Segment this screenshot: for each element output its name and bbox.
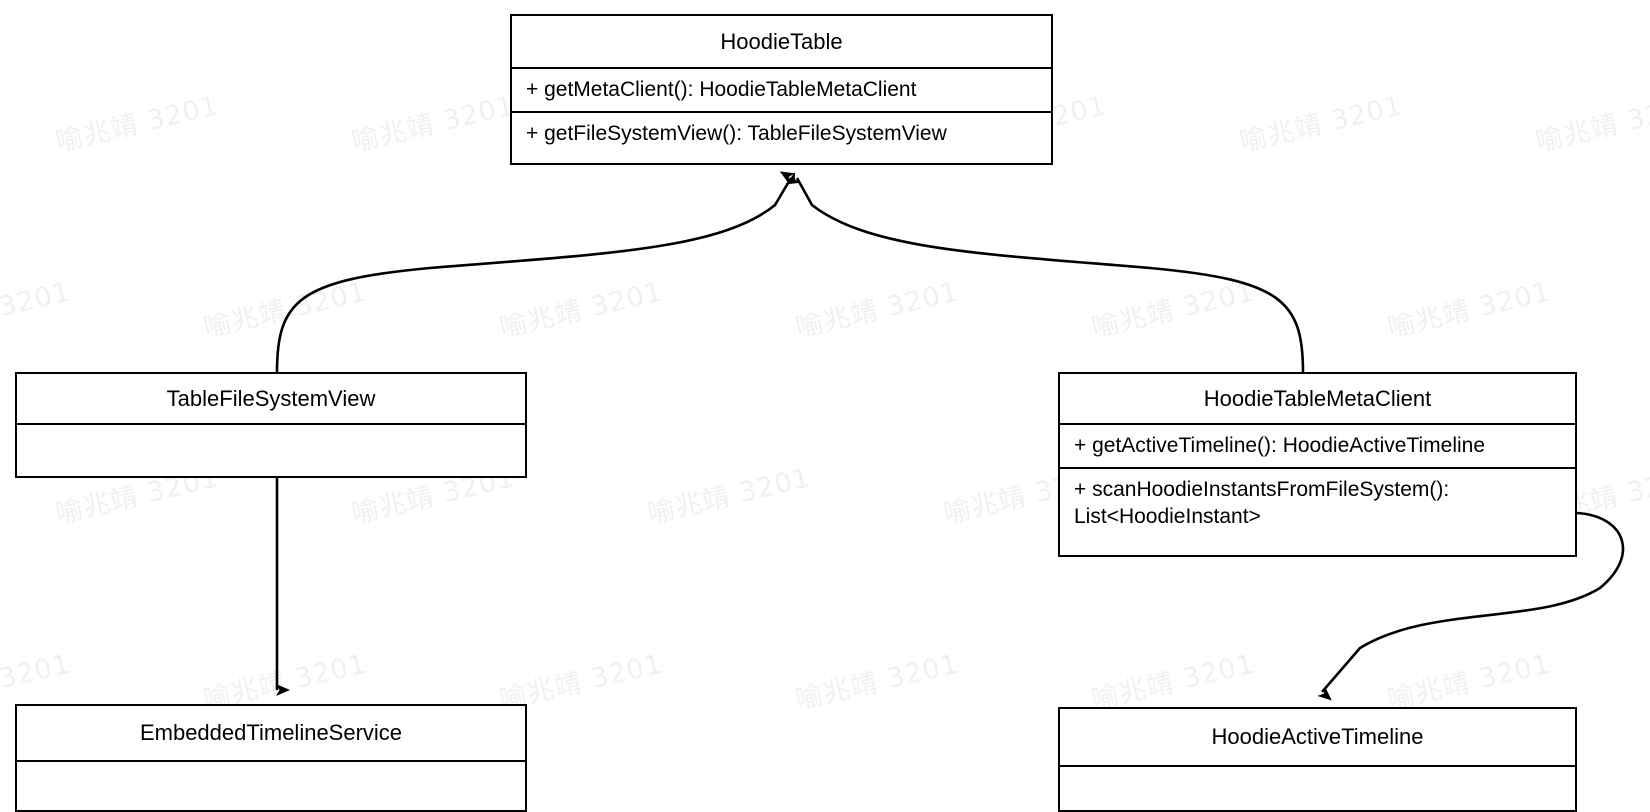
class-member: + getFileSystemView(): TableFileSystemVi… <box>512 111 1051 155</box>
watermark-text: 喻兆靖 3201 <box>0 276 74 344</box>
watermark-text: 喻兆靖 3201 <box>1532 90 1650 159</box>
class-box-hoodie-active-timeline[interactable]: HoodieActiveTimeline <box>1058 707 1577 812</box>
class-name-hoodie-table-meta-client: HoodieTableMetaClient <box>1203 385 1432 411</box>
class-member: + scanHoodieInstantsFromFileSystem(): Li… <box>1060 467 1575 538</box>
class-member: + getActiveTimeline(): HoodieActiveTimel… <box>1074 434 1486 457</box>
edge-hoodietablemetaclient-to-hoodietable <box>785 172 1305 373</box>
watermark-text: 喻兆靖 3201 <box>792 276 962 345</box>
watermark-text: 喻兆靖 3201 <box>1088 276 1258 345</box>
class-box-hoodie-table-meta-client[interactable]: HoodieTableMetaClient + getActiveTimelin… <box>1058 372 1577 557</box>
class-name-embedded-timeline-service: EmbeddedTimelineService <box>139 720 403 745</box>
class-member: + getMetaClient(): HoodieTableMetaClient <box>526 78 917 101</box>
members-compartment-hoodie-table-meta-client: + getActiveTimeline(): HoodieActiveTimel… <box>1060 423 1575 538</box>
members-compartment-table-file-system-view <box>17 423 525 475</box>
class-name-hoodie-table: HoodieTable <box>720 28 843 54</box>
watermark-text: 喻兆靖 3201 <box>348 90 518 159</box>
watermark-text: 喻兆靖 3201 <box>1236 90 1406 159</box>
watermark-text: 喻兆靖 3201 <box>644 462 814 531</box>
watermark-text: 喻兆靖 3201 <box>1384 648 1554 717</box>
edge-tablefilesystemview-to-hoodietable <box>275 171 795 373</box>
members-compartment-hoodie-active-timeline <box>1060 765 1575 811</box>
watermark-text: 喻兆靖 3201 <box>1384 276 1554 345</box>
watermark-text: 喻兆靖 3201 <box>52 90 222 159</box>
watermark-text: 喻兆靖 3201 <box>1088 648 1258 717</box>
class-box-embedded-timeline-service[interactable]: EmbeddedTimelineService <box>15 704 527 812</box>
watermark-text: 喻兆靖 3201 <box>792 648 962 717</box>
class-name-table-file-system-view: TableFileSystemView <box>166 385 376 411</box>
class-box-hoodie-table[interactable]: HoodieTable + getMetaClient(): HoodieTab… <box>510 14 1053 165</box>
class-box-table-file-system-view[interactable]: TableFileSystemView <box>15 372 527 478</box>
members-compartment-embedded-timeline-service <box>17 760 525 811</box>
class-name-hoodie-active-timeline: HoodieActiveTimeline <box>1211 724 1424 749</box>
watermark-text: 喻兆靖 3201 <box>200 276 370 345</box>
members-compartment-hoodie-table: + getMetaClient(): HoodieTableMetaClient… <box>512 67 1051 156</box>
watermark-text: 喻兆靖 3201 <box>496 276 666 345</box>
